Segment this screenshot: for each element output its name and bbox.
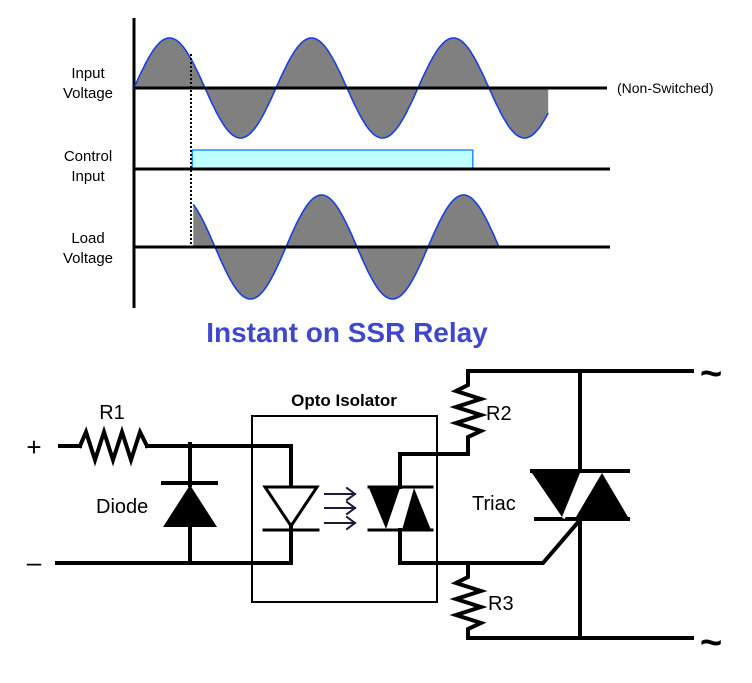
- triac-up-triangle: [576, 473, 628, 517]
- label-opto-isolator: Opto Isolator: [291, 391, 397, 410]
- control-input-pulse: [191, 149, 474, 170]
- wire-gate: [398, 517, 583, 565]
- label-r1: R1: [99, 402, 125, 424]
- label-input-line1: Input: [71, 65, 105, 82]
- triac-down-triangle: [532, 473, 580, 517]
- label-input-line2: Voltage: [63, 85, 113, 102]
- label-non-switched: (Non-Switched): [617, 80, 713, 96]
- label-r2: R2: [486, 403, 512, 425]
- triac-gap: [561, 473, 591, 520]
- label-control-line1: Control: [64, 148, 112, 165]
- opto-isolator-box: [251, 415, 438, 603]
- diagram-title: Instant on SSR Relay: [206, 317, 488, 348]
- label-diode: Diode: [96, 496, 148, 518]
- label-r3: R3: [488, 593, 514, 615]
- resistor-r3: [449, 561, 488, 640]
- input-voltage-wave: [133, 37, 549, 139]
- timing-diagram: Input Voltage Control Input Load Voltage…: [63, 18, 713, 308]
- label-plus: +: [26, 432, 41, 462]
- opto-triac-down-triangle: [369, 488, 400, 529]
- label-load-line1: Load: [71, 230, 104, 247]
- label-minus: –: [27, 547, 42, 577]
- opto-led-triangle: [262, 485, 320, 529]
- light-arrowhead-1: [345, 486, 357, 502]
- light-arrowhead-3: [345, 515, 357, 531]
- ac-terminal-top-icon: ~: [700, 353, 722, 395]
- label-load-line2: Voltage: [63, 250, 113, 267]
- resistor-r1: [77, 425, 150, 467]
- label-triac: Triac: [472, 493, 516, 515]
- load-voltage-wave: [192, 194, 500, 300]
- light-arrows: [324, 486, 357, 531]
- light-arrowhead-2: [345, 500, 357, 516]
- opto-triac-up-triangle: [402, 488, 431, 530]
- diode-triangle: [163, 485, 217, 527]
- resistor-r2: [449, 369, 488, 456]
- circuit: [55, 369, 694, 640]
- ac-terminal-bottom-icon: ~: [700, 622, 722, 664]
- label-control-line2: Input: [71, 168, 105, 185]
